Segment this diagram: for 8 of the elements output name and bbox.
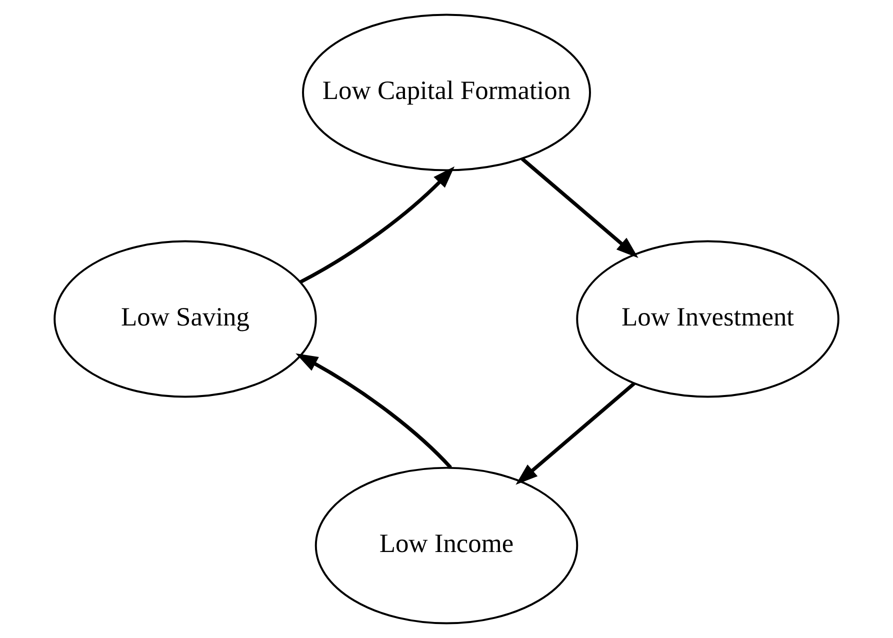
arrow — [520, 157, 638, 258]
node-ellipse: Low Investment — [576, 240, 840, 398]
arrow — [516, 382, 636, 485]
node-ellipse: Low Capital Formation — [302, 14, 591, 172]
node-ellipse: Low Income — [314, 466, 578, 624]
arrow — [299, 166, 455, 284]
node-ellipse: Low Saving — [54, 240, 317, 398]
arrow — [296, 353, 452, 469]
